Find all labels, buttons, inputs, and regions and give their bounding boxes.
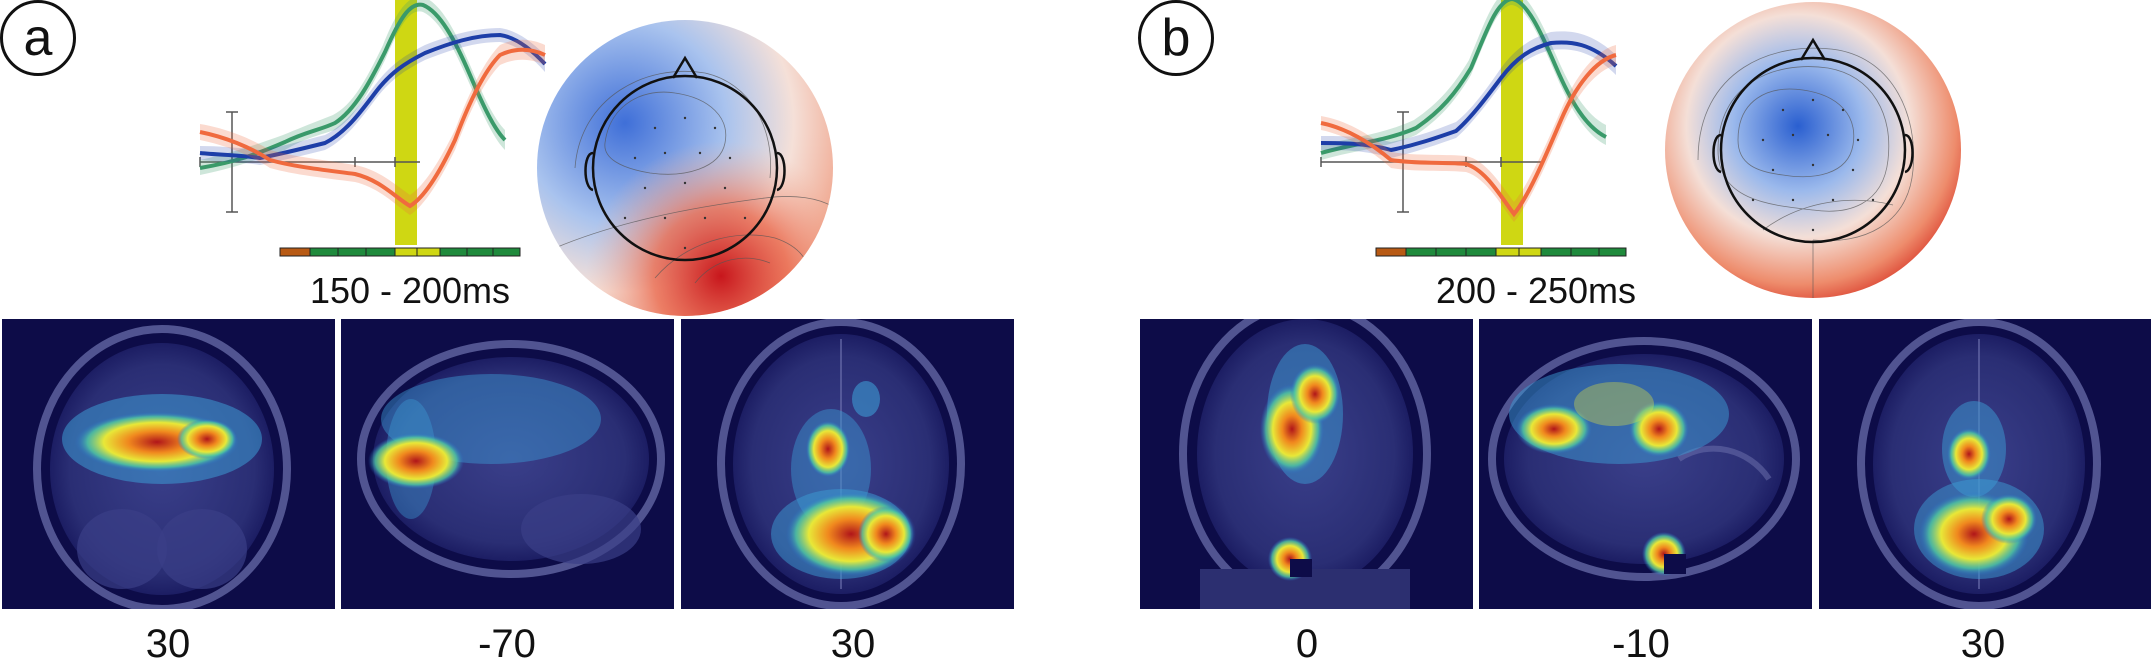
green-waveform bbox=[1320, 0, 1607, 155]
orange-waveform bbox=[199, 47, 546, 209]
orange-waveform bbox=[1320, 53, 1617, 218]
green-waveform bbox=[199, 2, 507, 170]
slice-coordinate-axial: 30 bbox=[1960, 622, 2006, 666]
erp-waveform-plot bbox=[1320, 0, 1627, 257]
panel-label: a bbox=[0, 0, 76, 76]
brain-slices-row bbox=[0, 319, 1075, 609]
axial-slice bbox=[681, 319, 1014, 609]
time-bar bbox=[279, 247, 521, 257]
sagittal-slice bbox=[1479, 319, 1812, 609]
slice-coordinate-coronal: 30 bbox=[145, 622, 191, 666]
scalp-topography-map bbox=[1665, 2, 1961, 298]
brain-slices-row bbox=[1138, 319, 2151, 609]
blue-waveform bbox=[199, 32, 547, 161]
scalp-topography-map bbox=[537, 20, 833, 316]
coronal-slice bbox=[2, 319, 335, 609]
panel-b: b 200 - 250ms bbox=[1138, 0, 2151, 666]
orange-waveform-band bbox=[200, 39, 545, 215]
panel-label: b bbox=[1138, 0, 1214, 76]
blue-waveform bbox=[1320, 40, 1618, 153]
slice-coordinate-coronal: 0 bbox=[1295, 622, 1319, 666]
time-window-label: 200 - 250ms bbox=[1435, 270, 1637, 311]
slice-coordinate-axial: 30 bbox=[830, 622, 876, 666]
time-bar bbox=[1375, 247, 1627, 257]
slice-coordinate-sagittal: -70 bbox=[478, 622, 536, 666]
panel-a: a 150 - 200ms bbox=[0, 0, 1075, 666]
green-waveform-band bbox=[200, 0, 505, 175]
sagittal-slice bbox=[341, 319, 674, 609]
time-window-label: 150 - 200ms bbox=[309, 270, 511, 311]
erp-waveform-plot bbox=[199, 0, 547, 257]
slice-coordinate-sagittal: -10 bbox=[1612, 622, 1670, 666]
axial-slice bbox=[1819, 319, 2151, 609]
coronal-slice bbox=[1140, 319, 1473, 609]
